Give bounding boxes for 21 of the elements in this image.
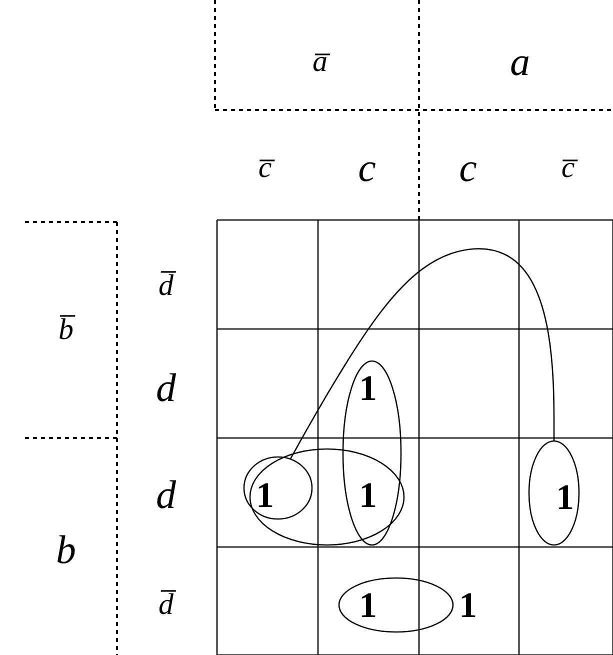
grouping-loop	[528, 440, 580, 546]
row-header: d	[156, 368, 176, 408]
row-header: b	[56, 530, 76, 570]
column-header: c	[358, 148, 376, 188]
row-header: d̅	[158, 271, 174, 301]
cell-value: 1	[359, 587, 377, 623]
grouping-loop	[249, 448, 405, 546]
cell-value: 1	[256, 477, 274, 513]
column-header: c	[459, 148, 477, 188]
cell-value: 1	[359, 477, 377, 513]
cell-value: 1	[459, 587, 477, 623]
grouping-loop	[342, 360, 402, 546]
connector-arc	[290, 248, 555, 460]
row-header: d	[156, 475, 176, 515]
cell-value: 1	[359, 370, 377, 406]
row-header: d̅	[158, 590, 174, 620]
cell-value: 1	[556, 479, 574, 515]
grouping-loop	[338, 577, 454, 633]
row-header: b̅	[58, 315, 74, 345]
column-header: a	[510, 42, 530, 82]
grouping-loop	[243, 456, 313, 520]
